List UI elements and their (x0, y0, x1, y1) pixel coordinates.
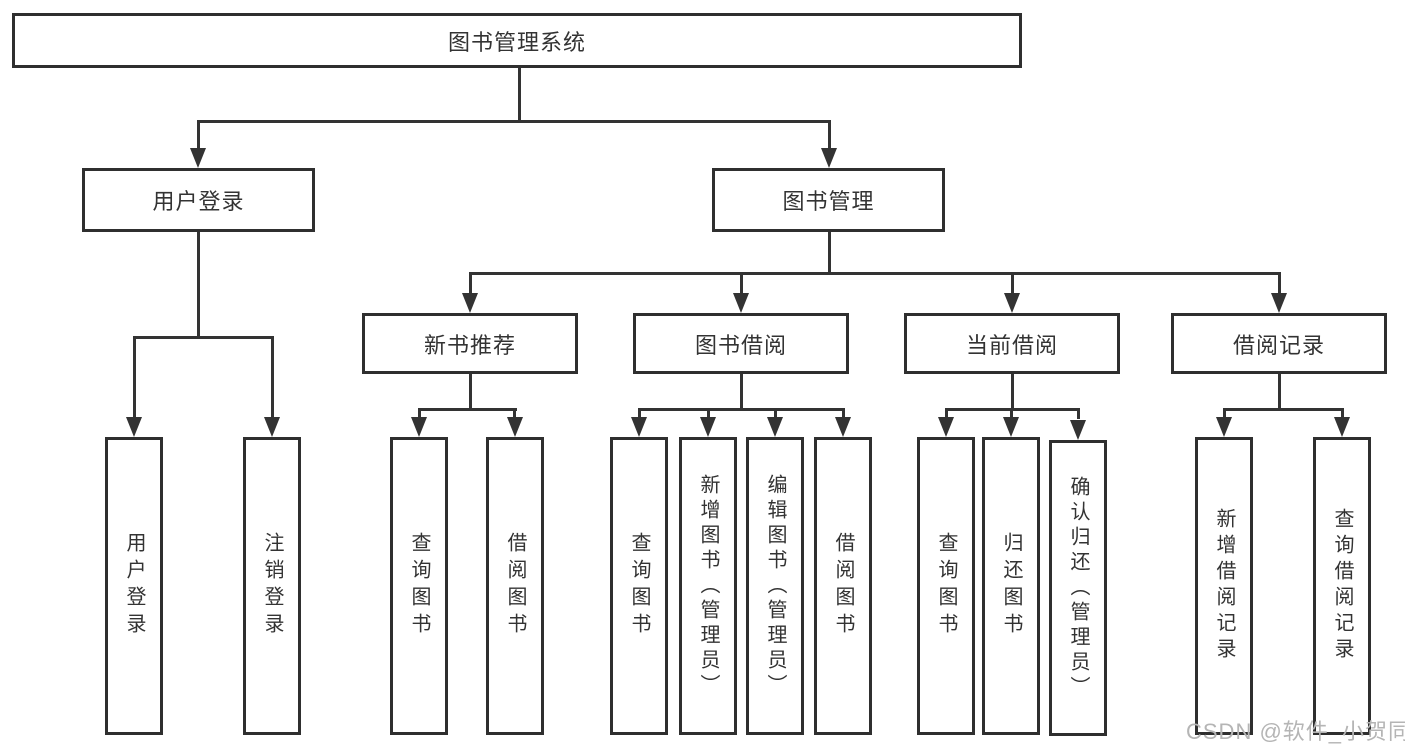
connector-line (707, 408, 710, 419)
arrowhead-icon (126, 417, 142, 437)
connector-line (842, 408, 845, 419)
leaf-query-books: 查询图书 (390, 437, 448, 735)
connector-line (271, 336, 274, 419)
connector-line (469, 272, 472, 295)
connector-line (197, 120, 831, 123)
connector-line (513, 408, 516, 419)
connector-line (1278, 272, 1281, 295)
leaf-query-books: 查询图书 (610, 437, 668, 735)
arrowhead-icon (821, 148, 837, 168)
arrowhead-icon (1003, 417, 1019, 437)
node-current-borrowing: 当前借阅 (904, 313, 1120, 374)
leaf-add-borrow-record: 新增借阅记录 (1195, 437, 1253, 735)
arrowhead-icon (767, 417, 783, 437)
connector-line (638, 408, 641, 419)
leaf-borrow-books: 借阅图书 (486, 437, 544, 735)
connector-line (1223, 408, 1226, 419)
leaf-edit-books-admin: 编辑图书（管理员） (746, 437, 804, 735)
node-root: 图书管理系统 (12, 13, 1022, 68)
arrowhead-icon (835, 417, 851, 437)
arrowhead-icon (462, 293, 478, 313)
connector-line (740, 272, 743, 295)
leaf-logout-login: 注销登录 (243, 437, 301, 735)
connector-line (469, 374, 472, 408)
arrowhead-icon (1334, 417, 1350, 437)
watermark: CSDN @软件_小贺同学 (1186, 719, 1405, 744)
leaf-borrow-books: 借阅图书 (814, 437, 872, 735)
connector-line (740, 374, 743, 408)
leaf-add-books-admin: 新增图书（管理员） (679, 437, 737, 735)
arrowhead-icon (733, 293, 749, 313)
arrowhead-icon (190, 148, 206, 168)
connector-line (945, 408, 948, 419)
connector-line (1077, 408, 1080, 419)
connector-line (828, 120, 831, 150)
arrowhead-icon (264, 417, 280, 437)
connector-line (1010, 408, 1013, 419)
node-book-borrowing: 图书借阅 (633, 313, 849, 374)
connector-line (418, 408, 517, 411)
leaf-query-borrow-record: 查询借阅记录 (1313, 437, 1371, 735)
arrowhead-icon (1271, 293, 1287, 313)
arrowhead-icon (1070, 420, 1086, 440)
leaf-query-books: 查询图书 (917, 437, 975, 735)
connector-line (1341, 408, 1344, 419)
arrowhead-icon (631, 417, 647, 437)
connector-line (197, 120, 200, 150)
leaf-confirm-return-admin: 确认归还（管理员） (1049, 440, 1107, 736)
connector-line (1011, 374, 1014, 408)
connector-line (774, 408, 777, 419)
leaf-return-books: 归还图书 (982, 437, 1040, 735)
connector-line (1011, 272, 1014, 295)
leaf-user-login: 用户登录 (105, 437, 163, 735)
connector-line (133, 336, 274, 339)
connector-line (828, 232, 831, 272)
node-book-management: 图书管理 (712, 168, 945, 232)
arrowhead-icon (700, 417, 716, 437)
node-borrowing-records: 借阅记录 (1171, 313, 1387, 374)
connector-line (197, 232, 200, 336)
connector-line (638, 408, 845, 411)
connector-line (1278, 374, 1281, 408)
arrowhead-icon (507, 417, 523, 437)
connector-line (518, 68, 521, 120)
connector-line (418, 408, 421, 419)
arrowhead-icon (411, 417, 427, 437)
node-new-book-recommend: 新书推荐 (362, 313, 578, 374)
connector-line (1223, 408, 1344, 411)
arrowhead-icon (1004, 293, 1020, 313)
node-user-login: 用户登录 (82, 168, 315, 232)
arrowhead-icon (1216, 417, 1232, 437)
connector-line (469, 272, 1281, 275)
arrowhead-icon (938, 417, 954, 437)
connector-line (133, 336, 136, 419)
